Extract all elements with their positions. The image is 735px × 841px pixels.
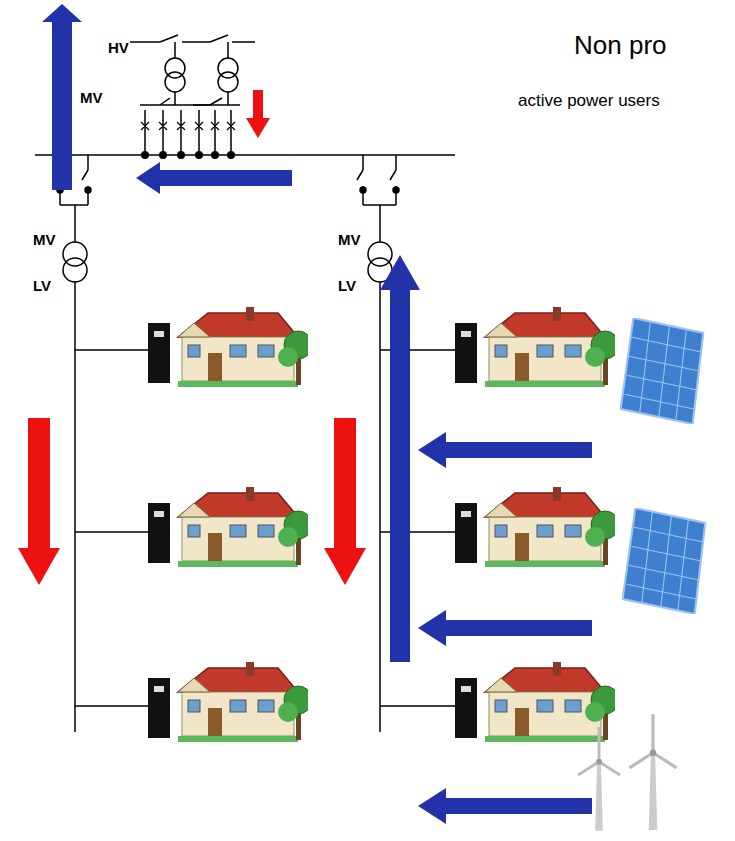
- voltage-label: MV: [338, 232, 361, 247]
- group-label: active power users: [518, 92, 660, 109]
- voltage-label: HV: [108, 40, 129, 55]
- voltage-label: MV: [33, 232, 56, 247]
- voltage-label: LV: [338, 278, 356, 293]
- voltage-label: MV: [80, 90, 103, 105]
- voltage-label: LV: [33, 278, 51, 293]
- diagram-title: Non pro: [574, 32, 667, 58]
